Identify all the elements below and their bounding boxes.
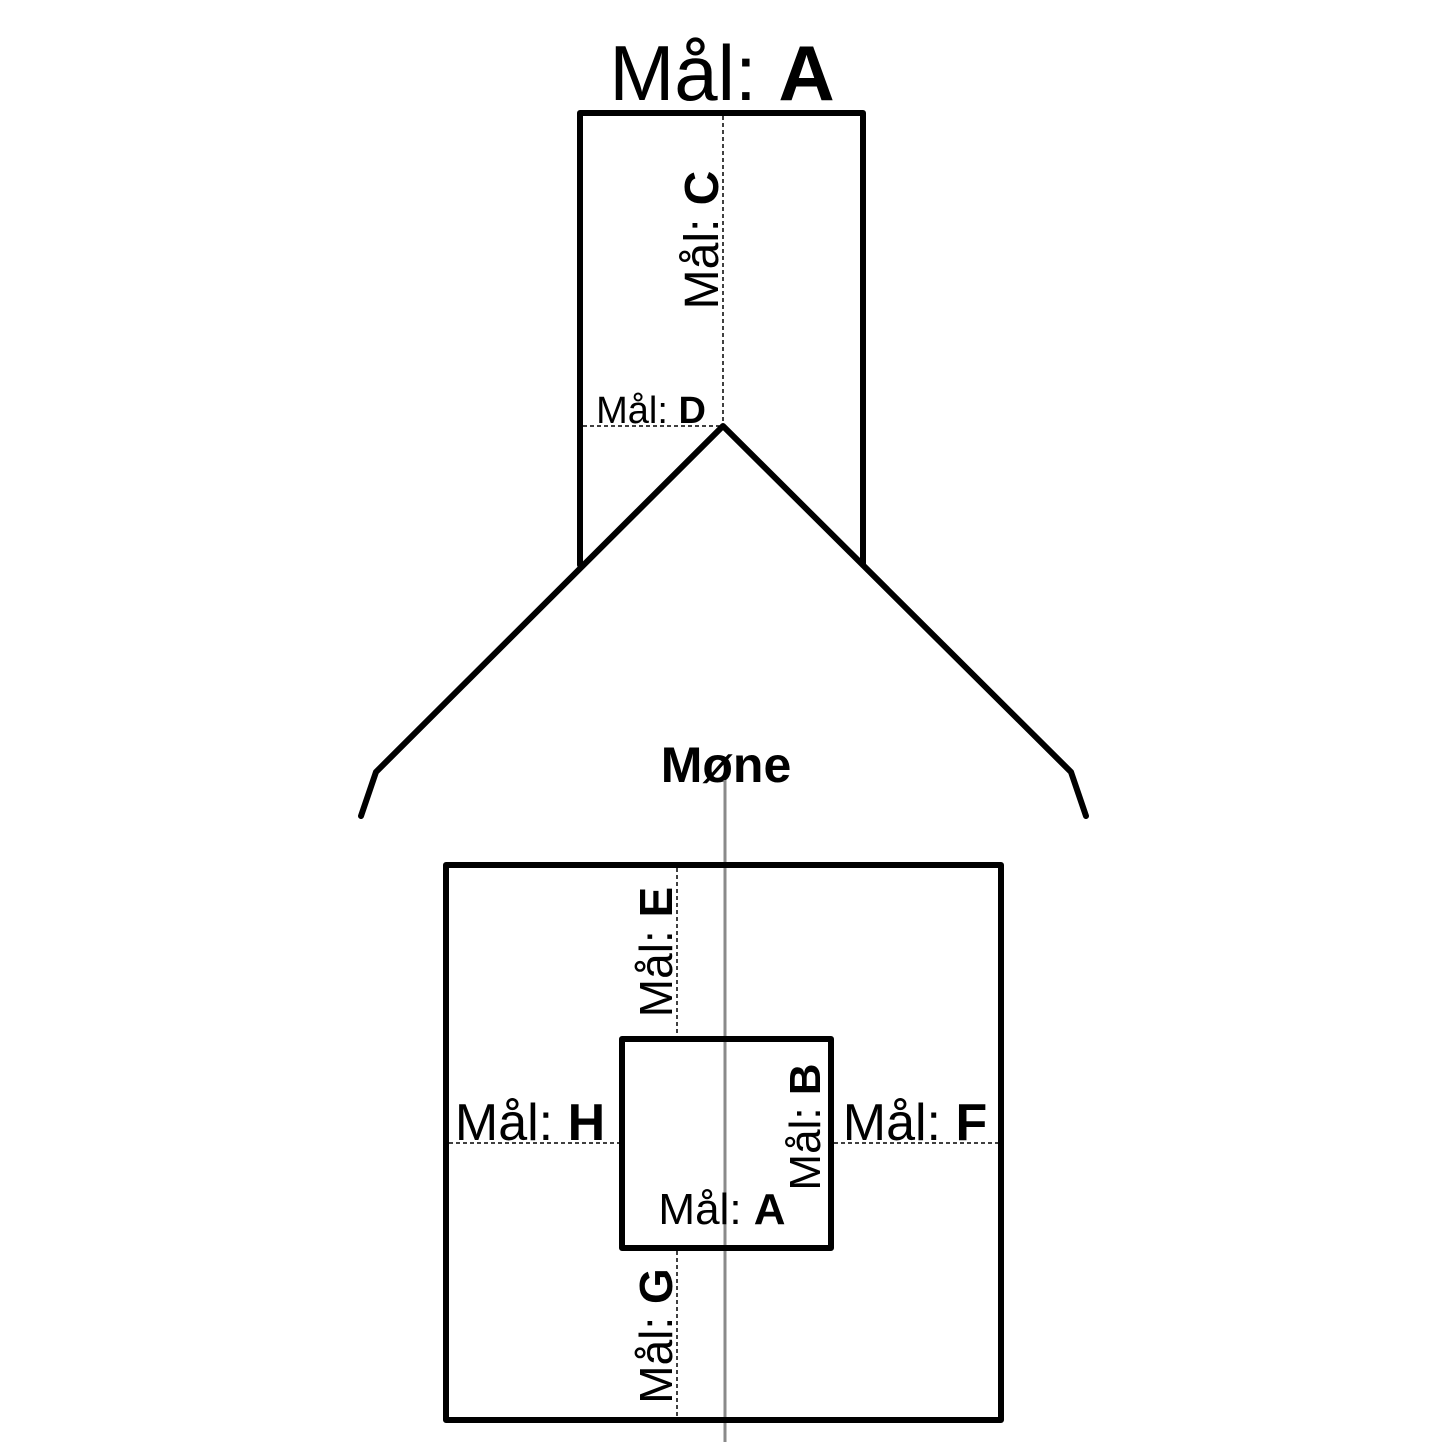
label-key: A	[754, 1185, 786, 1234]
label-key: C	[676, 171, 729, 206]
label-key: A	[778, 29, 834, 117]
label-prefix: Mål:	[609, 29, 778, 117]
label-key: D	[678, 390, 705, 432]
label-prefix: Mål:	[630, 1304, 682, 1404]
plate-left-label: Mål: H	[455, 1094, 605, 1152]
label-prefix: Mål:	[843, 1094, 956, 1152]
flashing-plate-top-view	[443, 862, 1004, 1423]
chimney-hole-outline	[619, 1036, 834, 1251]
label-prefix: Mål:	[676, 205, 729, 309]
label-prefix: Mål:	[630, 918, 682, 1018]
label-key: G	[630, 1268, 682, 1304]
plate-right-label: Mål: F	[843, 1094, 987, 1152]
top-width-label: Mål: A	[609, 29, 834, 117]
roof-outline	[358, 423, 1089, 819]
label-prefix: Mål:	[455, 1094, 568, 1152]
plate-top-label: Mål: E	[630, 887, 682, 1017]
plate-bottom-label: Mål: G	[630, 1268, 682, 1403]
label-key: F	[955, 1094, 987, 1152]
label-prefix: Mål:	[596, 390, 678, 432]
chimney-offset-label: Mål: D	[596, 390, 706, 432]
label-prefix: Mål:	[658, 1185, 753, 1234]
label-key: B	[781, 1063, 830, 1095]
label-key: E	[630, 887, 682, 918]
hole-height-label: Mål: B	[781, 1063, 830, 1190]
chimney-side-view	[577, 110, 866, 568]
chimney-height-label: Mål: C	[676, 171, 729, 310]
chimney-outline	[577, 110, 866, 568]
flashing-plate-outline	[443, 862, 1004, 1423]
label-prefix: Mål:	[781, 1095, 830, 1190]
hole-width-label: Mål: A	[658, 1185, 785, 1234]
label-key: H	[568, 1094, 606, 1152]
